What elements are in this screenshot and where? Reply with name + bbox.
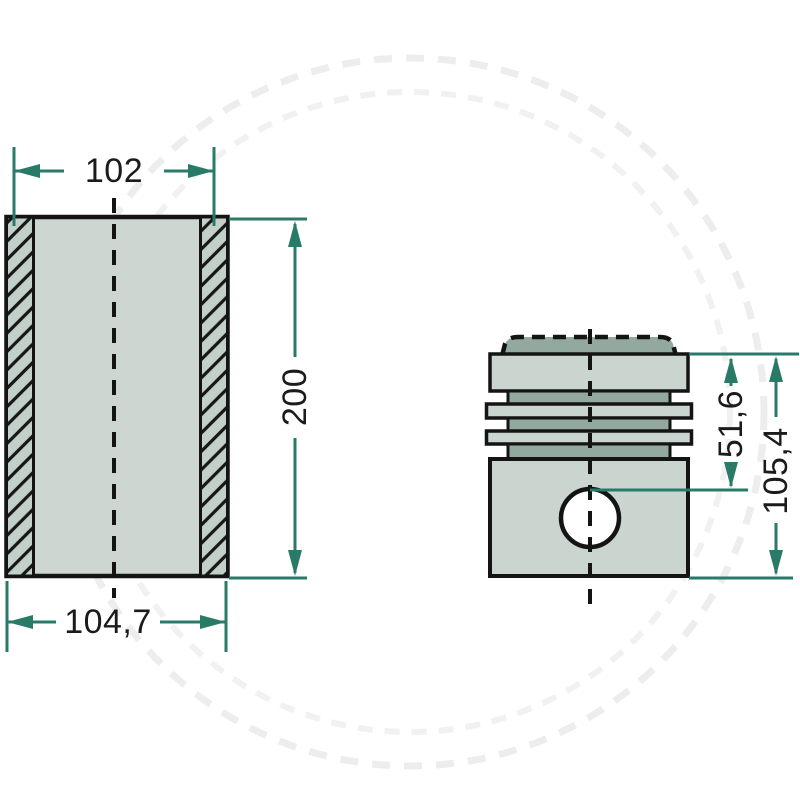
arrow-1054-down <box>769 550 783 576</box>
arrow-200-down <box>288 550 302 576</box>
arrow-516-up <box>724 357 738 383</box>
arrow-102-right <box>188 164 214 178</box>
arrow-516-down <box>724 462 738 488</box>
arrow-200-up <box>288 221 302 247</box>
liner-right-wall-hatch <box>199 215 229 578</box>
piston-dome <box>499 334 679 359</box>
cylinder-liner-section <box>4 198 230 598</box>
dim-label-inner-width: 102 <box>84 152 144 190</box>
arrow-1054-up <box>769 356 783 382</box>
liner-left-wall-hatch <box>5 215 35 578</box>
arrow-102-left <box>14 164 40 178</box>
arrow-1047-right <box>200 615 226 629</box>
dimension-arrows <box>7 164 783 629</box>
dim-label-liner-height: 200 <box>276 367 314 427</box>
piston-side-view <box>484 329 694 612</box>
watermark-outer-arc <box>52 54 768 770</box>
arrow-1047-left <box>7 615 33 629</box>
dim-label-piston-height: 105,4 <box>757 427 795 515</box>
dim-label-outer-width: 104,7 <box>64 603 152 641</box>
liner-body <box>4 214 230 579</box>
dim-label-pin-height: 51,6 <box>712 389 750 459</box>
